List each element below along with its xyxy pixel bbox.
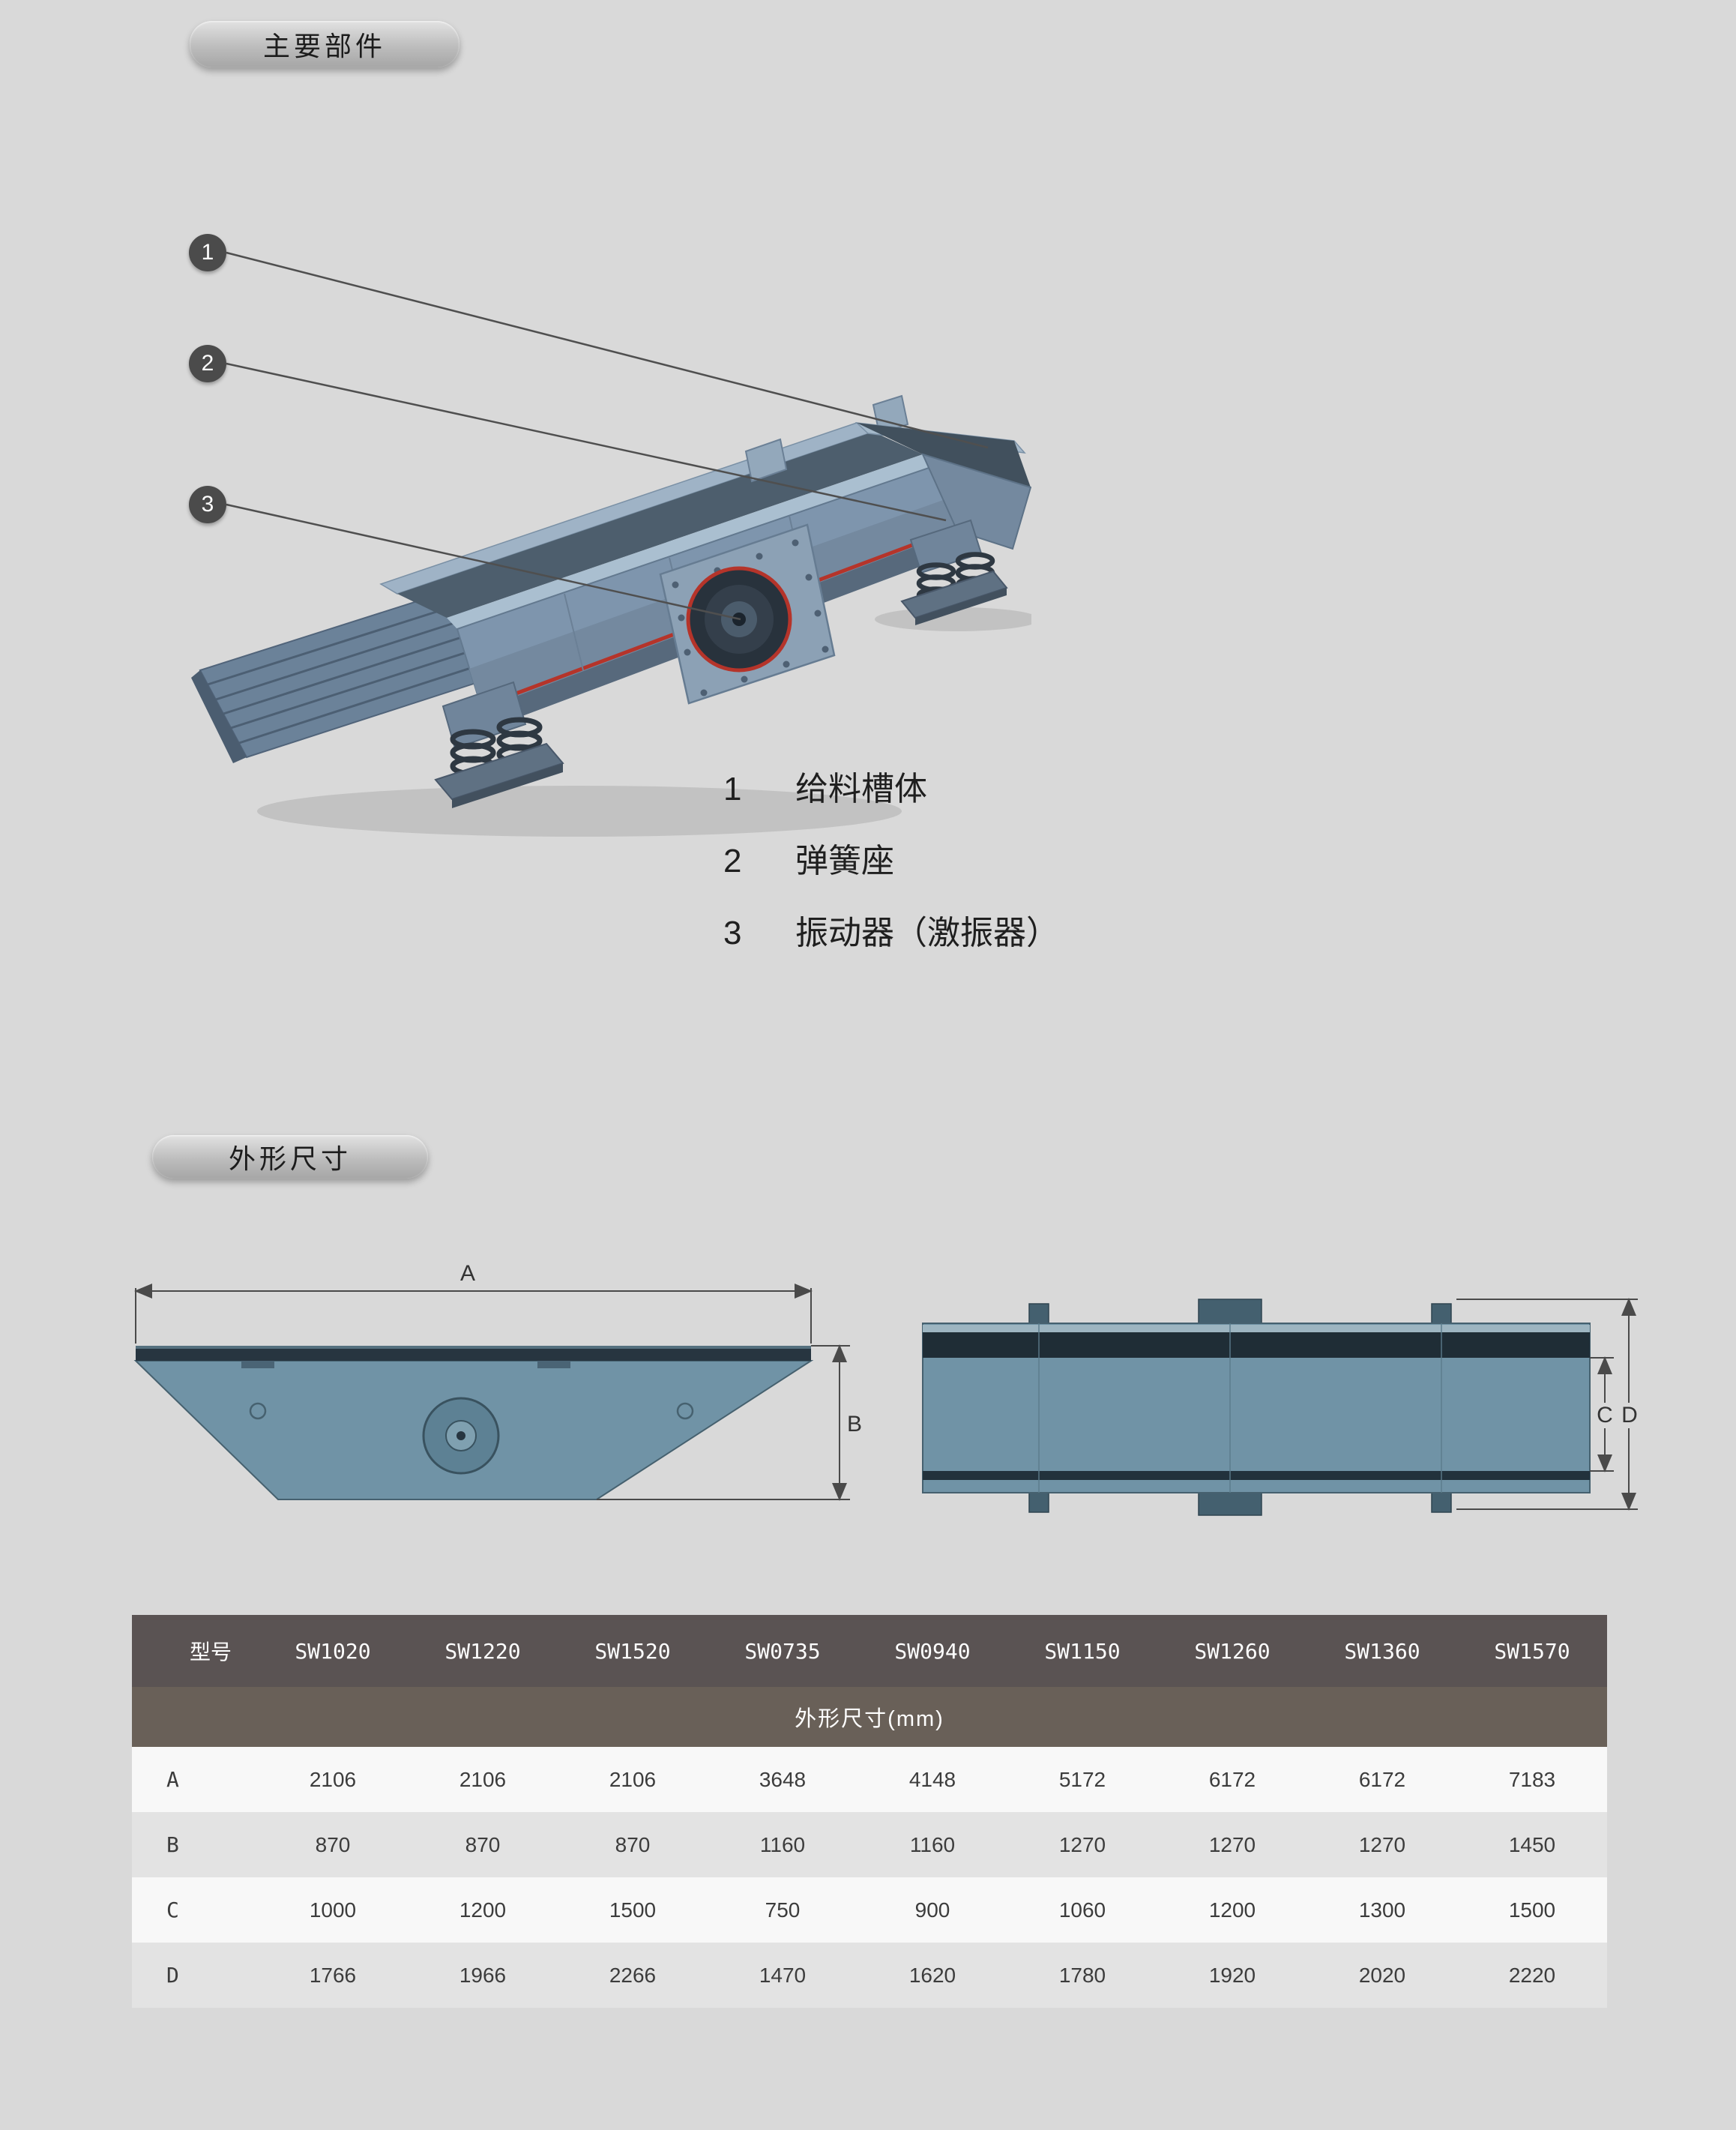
spec-value: 2106 — [408, 1747, 558, 1812]
spec-value: 1200 — [408, 1877, 558, 1943]
spec-value: 2266 — [558, 1943, 708, 2008]
spec-value: 1500 — [1457, 1877, 1607, 1943]
spec-value: 1300 — [1307, 1877, 1457, 1943]
section-title-dimensions: 外形尺寸 — [152, 1135, 428, 1179]
model-header: SW1570 — [1457, 1615, 1607, 1687]
callout-2: 2 — [189, 345, 226, 382]
table-row: B 870 870 870 1160 1160 1270 1270 1270 1… — [132, 1812, 1607, 1877]
spec-value: 1500 — [558, 1877, 708, 1943]
callout-1: 1 — [189, 234, 226, 271]
spec-value: 1060 — [1007, 1877, 1157, 1943]
plan-view-drawing: C D — [922, 1298, 1641, 1516]
spec-value: 4148 — [858, 1747, 1007, 1812]
spec-value: 870 — [258, 1812, 408, 1877]
table-row: A 2106 2106 2106 3648 4148 5172 6172 617… — [132, 1747, 1607, 1812]
section-title-components: 主要部件 — [190, 21, 459, 67]
spec-value: 2106 — [558, 1747, 708, 1812]
spec-value: 6172 — [1157, 1747, 1307, 1812]
row-label: B — [132, 1812, 258, 1877]
legend-label: 振动器（激振器） — [795, 915, 1059, 951]
legend-item: 1 给料槽体 — [723, 762, 1059, 810]
dim-label-b: B — [847, 1412, 862, 1436]
dim-label-d: D — [1621, 1403, 1638, 1427]
spec-value: 2106 — [258, 1747, 408, 1812]
legend-item: 3 振动器（激振器） — [723, 906, 1059, 954]
spring-mount-left — [434, 681, 564, 808]
spec-value: 1160 — [708, 1812, 858, 1877]
side-view-drawing: A B — [133, 1261, 862, 1501]
dim-label-a: A — [460, 1261, 475, 1286]
spec-value: 1966 — [408, 1943, 558, 2008]
components-legend: 1 给料槽体 2 弹簧座 3 振动器（激振器） — [723, 762, 1059, 954]
spec-value: 1160 — [858, 1812, 1007, 1877]
model-header: SW0940 — [858, 1615, 1007, 1687]
spec-value: 750 — [708, 1877, 858, 1943]
spec-value: 1450 — [1457, 1812, 1607, 1877]
spec-value: 1766 — [258, 1943, 408, 2008]
model-header: SW1520 — [558, 1615, 708, 1687]
spring-mount-right — [900, 519, 1008, 625]
legend-label: 给料槽体 — [795, 771, 927, 807]
spec-value: 1620 — [858, 1943, 1007, 2008]
spec-value: 900 — [858, 1877, 1007, 1943]
spec-value: 1270 — [1007, 1812, 1157, 1877]
table-subheader-row: 外形尺寸(mm) — [132, 1687, 1607, 1747]
model-header: SW0735 — [708, 1615, 858, 1687]
top-rail — [136, 1346, 811, 1361]
legend-label: 弹簧座 — [795, 843, 894, 879]
spec-value: 1270 — [1157, 1812, 1307, 1877]
spec-value: 1200 — [1157, 1877, 1307, 1943]
table-row: C 1000 1200 1500 750 900 1060 1200 1300 … — [132, 1877, 1607, 1943]
mounting-tabs — [1028, 1299, 1452, 1516]
spec-value: 870 — [408, 1812, 558, 1877]
spec-value: 3648 — [708, 1747, 858, 1812]
model-header: SW1220 — [408, 1615, 558, 1687]
row-label: D — [132, 1943, 258, 2008]
spec-value: 7183 — [1457, 1747, 1607, 1812]
table-subheader: 外形尺寸(mm) — [132, 1687, 1607, 1747]
table-row: D 1766 1966 2266 1470 1620 1780 1920 202… — [132, 1943, 1607, 2008]
legend-num: 3 — [723, 915, 742, 951]
model-column-header: 型号 — [132, 1615, 258, 1687]
machine-shadow — [257, 786, 902, 837]
spec-value: 870 — [558, 1812, 708, 1877]
spec-value: 6172 — [1307, 1747, 1457, 1812]
spec-value: 5172 — [1007, 1747, 1157, 1812]
spec-table: 型号 SW1020 SW1220 SW1520 SW0735 SW0940 SW… — [132, 1615, 1607, 2008]
spec-value: 1270 — [1307, 1812, 1457, 1877]
model-header: SW1260 — [1157, 1615, 1307, 1687]
dim-label-c: C — [1597, 1403, 1613, 1427]
legend-num: 2 — [723, 843, 742, 879]
spec-value: 1920 — [1157, 1943, 1307, 2008]
model-header: SW1020 — [258, 1615, 408, 1687]
legend-num: 1 — [723, 771, 742, 807]
spec-value: 1780 — [1007, 1943, 1157, 2008]
model-header-row: 型号 SW1020 SW1220 SW1520 SW0735 SW0940 SW… — [132, 1615, 1607, 1687]
top-band — [923, 1332, 1590, 1358]
model-header: SW1150 — [1007, 1615, 1157, 1687]
spec-value: 2220 — [1457, 1943, 1607, 2008]
row-label: A — [132, 1747, 258, 1812]
callout-3: 3 — [189, 486, 226, 523]
model-header: SW1360 — [1307, 1615, 1457, 1687]
bottom-band — [923, 1471, 1590, 1480]
spec-value: 1470 — [708, 1943, 858, 2008]
spec-value: 1000 — [258, 1877, 408, 1943]
row-label: C — [132, 1877, 258, 1943]
spec-value: 2020 — [1307, 1943, 1457, 2008]
legend-item: 2 弹簧座 — [723, 834, 1059, 882]
